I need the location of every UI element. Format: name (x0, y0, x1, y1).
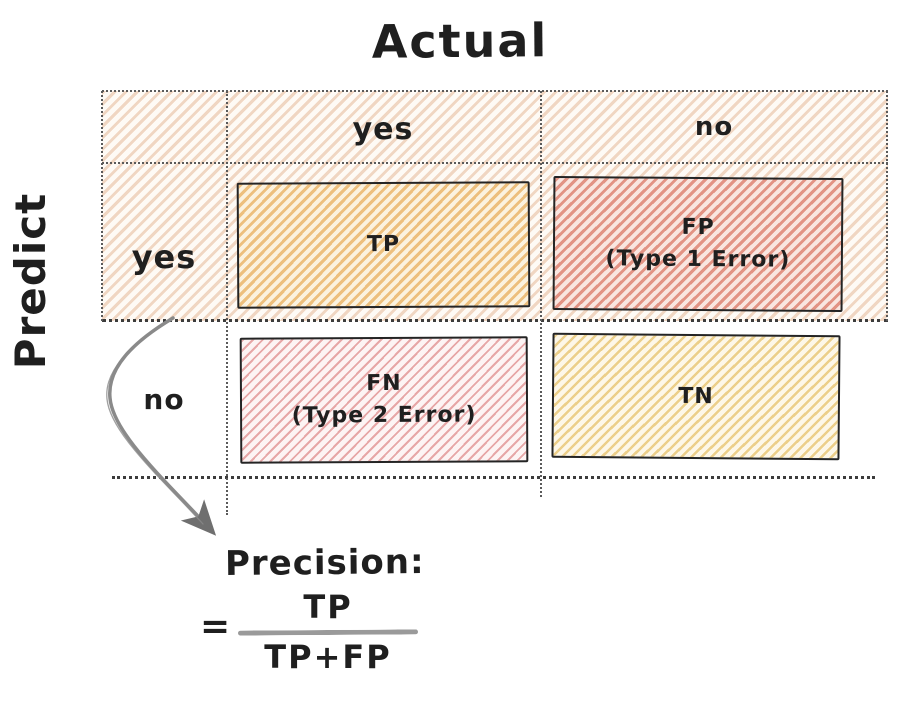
predict-axis-title: Predict (6, 192, 55, 370)
cell-label: FP (681, 214, 715, 241)
row-header-no: no (143, 383, 185, 416)
equals-sign: = (200, 606, 231, 647)
fraction-numerator: TP (303, 588, 353, 626)
grid-line-right (886, 91, 888, 321)
grid-line-header-bottom (102, 162, 888, 164)
grid-line-col2 (540, 91, 542, 497)
grid-line-top (102, 90, 888, 92)
precision-label: Precision: (224, 541, 425, 585)
actual-axis-title: Actual (371, 13, 549, 69)
col-header-no: no (694, 112, 734, 142)
col-header-yes: yes (352, 112, 414, 147)
grid-line-yes-no-divider (102, 319, 888, 322)
row-header-yes: yes (131, 238, 197, 276)
cell-false-negative: FN (Type 2 Error) (239, 336, 529, 464)
cell-true-negative: TN (551, 332, 841, 461)
fraction-bar (237, 629, 419, 636)
cell-label: TP (366, 231, 401, 258)
cell-label: FN (366, 371, 402, 397)
fraction-denominator: TP+FP (264, 638, 392, 676)
grid-line-col1 (226, 91, 228, 515)
cell-sublabel: (Type 2 Error) (291, 402, 477, 429)
precision-fraction: TP TP+FP (237, 588, 419, 676)
cell-true-positive: TP (236, 181, 531, 309)
cell-false-positive: FP (Type 1 Error) (552, 175, 844, 313)
cell-sublabel: (Type 1 Error) (605, 246, 791, 273)
curved-arrow-icon (106, 316, 217, 536)
cell-label: TN (678, 383, 714, 409)
grid-line-bottom (112, 476, 875, 479)
grid-line-left (101, 91, 103, 321)
